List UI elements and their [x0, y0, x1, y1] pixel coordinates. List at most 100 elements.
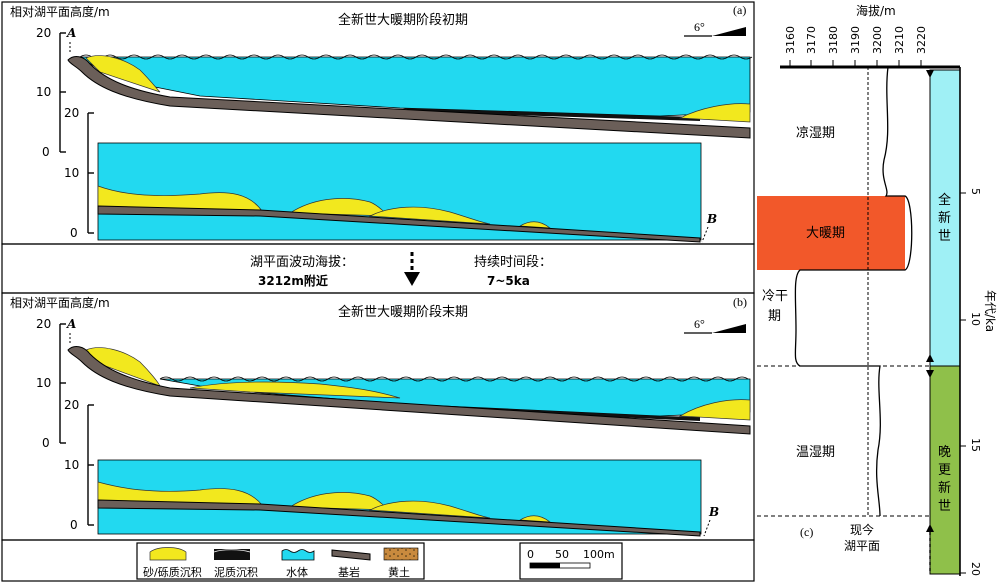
epoch-late-pleistocene: 晚更新世: [938, 445, 951, 514]
legend-item-sand: 砂/砾质沉积: [143, 547, 202, 579]
tick-a-u-10: 10: [36, 85, 51, 99]
bedrock: [67, 56, 751, 139]
water-body: [78, 56, 751, 117]
tick-a-l-10: 10: [64, 166, 79, 180]
tick-a-u-0: 0: [42, 145, 50, 159]
x-tick-3200: 3200: [871, 26, 884, 54]
sand-mound-b3: [368, 500, 491, 519]
age-tick-10: 10: [969, 312, 982, 326]
down-arrow-icon: [404, 252, 420, 286]
warm-period-block: [757, 196, 905, 270]
period-cold-dry-text: 冷干: [762, 289, 788, 304]
age-tick-15: 15: [969, 438, 982, 452]
panel-c-top-label: 海拔/m: [856, 3, 896, 18]
panel-b: 相对湖平面高度/m 全新世大暖期阶段末期 (b) 6° 20 10 0 A: [1, 292, 755, 541]
tick-b-l-10: 10: [64, 458, 79, 472]
scale-bar: 0 50 100m: [519, 542, 623, 580]
period-megathermal: 大暖期: [806, 226, 845, 241]
lake-level-curve: [794, 66, 913, 517]
present-lake-level-label: 现今湖平面: [844, 522, 880, 553]
x-tick-3180: 3180: [827, 26, 840, 54]
bedrock-lower: [97, 205, 701, 243]
lower-axis-b: 20 10 0: [64, 398, 94, 532]
panel-b-ylabel: 相对湖平面高度/m: [10, 295, 110, 310]
sand-mound-b1: [97, 481, 263, 507]
point-b-label: B: [706, 212, 717, 226]
point-b-label-b: B: [708, 505, 719, 519]
legend-item-loess: 黄土: [383, 547, 419, 579]
age-tick-20: 20: [969, 562, 982, 576]
water-surface-wave-b: [159, 376, 749, 382]
bedrock-lower-b: [97, 499, 701, 537]
legend-item-mud: 泥质沉积: [213, 549, 258, 579]
period-label: 持续时间段：: [474, 255, 552, 270]
age-axis-label: 年代/ka: [983, 290, 997, 332]
lower-axis-a: 20 10 0: [64, 106, 94, 240]
legend-label-mud: 泥质沉积: [214, 566, 258, 579]
panel-c-x-ticks: 3160 3170 3180 3190 3200 3210 3220: [784, 26, 928, 54]
legend: 砂/砾质沉积 泥质沉积 水体 基岩 黄土 0 50 100m: [1, 539, 755, 582]
tick-a-u-20: 20: [36, 26, 51, 40]
lower-section-b: B: [97, 459, 719, 537]
x-tick-3170: 3170: [805, 26, 818, 54]
tick-b-u-20: 20: [36, 317, 51, 331]
x-tick-3190: 3190: [849, 26, 862, 54]
panel-c-tag: (c): [800, 525, 813, 539]
holocene-column: [929, 69, 961, 367]
scale-tick-50: 50: [555, 548, 569, 561]
panel-a-title: 全新世大暖期阶段初期: [338, 12, 468, 28]
sand-deposit-shore: [85, 55, 161, 93]
period-cool-humid: 凉湿期: [796, 126, 835, 141]
upper-axis-a: 20 10 0: [36, 26, 66, 159]
epoch-holocene: 全新世: [938, 192, 951, 244]
water-body-lower: [97, 142, 702, 241]
slope-label-b: 6°: [694, 317, 705, 331]
mud-deposit: [400, 108, 700, 121]
upper-section-a: [67, 54, 753, 139]
upper-axis-b: 20 10 0: [36, 317, 66, 450]
panel-b-tag: (b): [733, 295, 747, 309]
sand-deposit-mid-b: [189, 381, 401, 399]
legend-item-water: 水体: [281, 549, 315, 579]
elevation-value: 3212m附近: [258, 273, 328, 288]
tick-b-u-0: 0: [42, 436, 50, 450]
scale-tick-100: 100m: [583, 548, 615, 561]
legend-label-water: 水体: [286, 565, 308, 579]
legend-label-sand: 砂/砾质沉积: [143, 566, 202, 579]
panel-b-title: 全新世大暖期阶段末期: [338, 304, 468, 320]
panel-a-ylabel: 相对湖平面高度/m: [10, 4, 110, 19]
tick-b-u-10: 10: [36, 376, 51, 390]
upper-section-b: [67, 346, 751, 435]
sand-deposit-shore-b: [85, 347, 161, 387]
legend-frame: [1, 539, 755, 582]
legend-item-bedrock: 基岩: [331, 549, 371, 579]
tick-a-l-0: 0: [70, 226, 78, 240]
middle-frame: [1, 243, 755, 294]
x-tick-3160: 3160: [784, 26, 797, 54]
bedrock-b: [67, 346, 751, 435]
sand-mound-3: [368, 206, 491, 225]
slope-indicator-b: 6°: [684, 317, 746, 334]
pleistocene-column: [929, 365, 961, 575]
legend-label-loess: 黄土: [388, 565, 410, 579]
lower-section-a: B: [97, 142, 717, 243]
panel-a-tag: (a): [733, 3, 746, 17]
boundary-arrows: [926, 70, 934, 574]
scale-tick-0: 0: [527, 548, 534, 561]
middle-strip: 湖平面波动海拔： 3212m附近 持续时间段： 7~5ka: [1, 243, 755, 294]
tick-b-l-0: 0: [70, 518, 78, 532]
elevation-label: 湖平面波动海拔：: [250, 255, 354, 270]
sand-mound-1: [97, 185, 263, 213]
epoch-holocene-text: 全新世: [938, 192, 951, 244]
x-tick-3210: 3210: [893, 26, 906, 54]
sand-deposit-far: [678, 103, 751, 123]
panel-a: 相对湖平面高度/m 全新世大暖期阶段初期 (a) 6° 20 10 0 A: [1, 1, 755, 245]
panel-c: 海拔/m 3160 3170 3180 3190 3200 3210 3220: [757, 3, 997, 576]
water-surface-wave: [79, 54, 753, 60]
legend-box: [136, 542, 425, 580]
point-a-label-b: A: [66, 317, 76, 331]
period-warm-humid: 温湿期: [796, 445, 835, 460]
x-tick-3220: 3220: [915, 26, 928, 54]
period-value: 7~5ka: [487, 274, 530, 288]
